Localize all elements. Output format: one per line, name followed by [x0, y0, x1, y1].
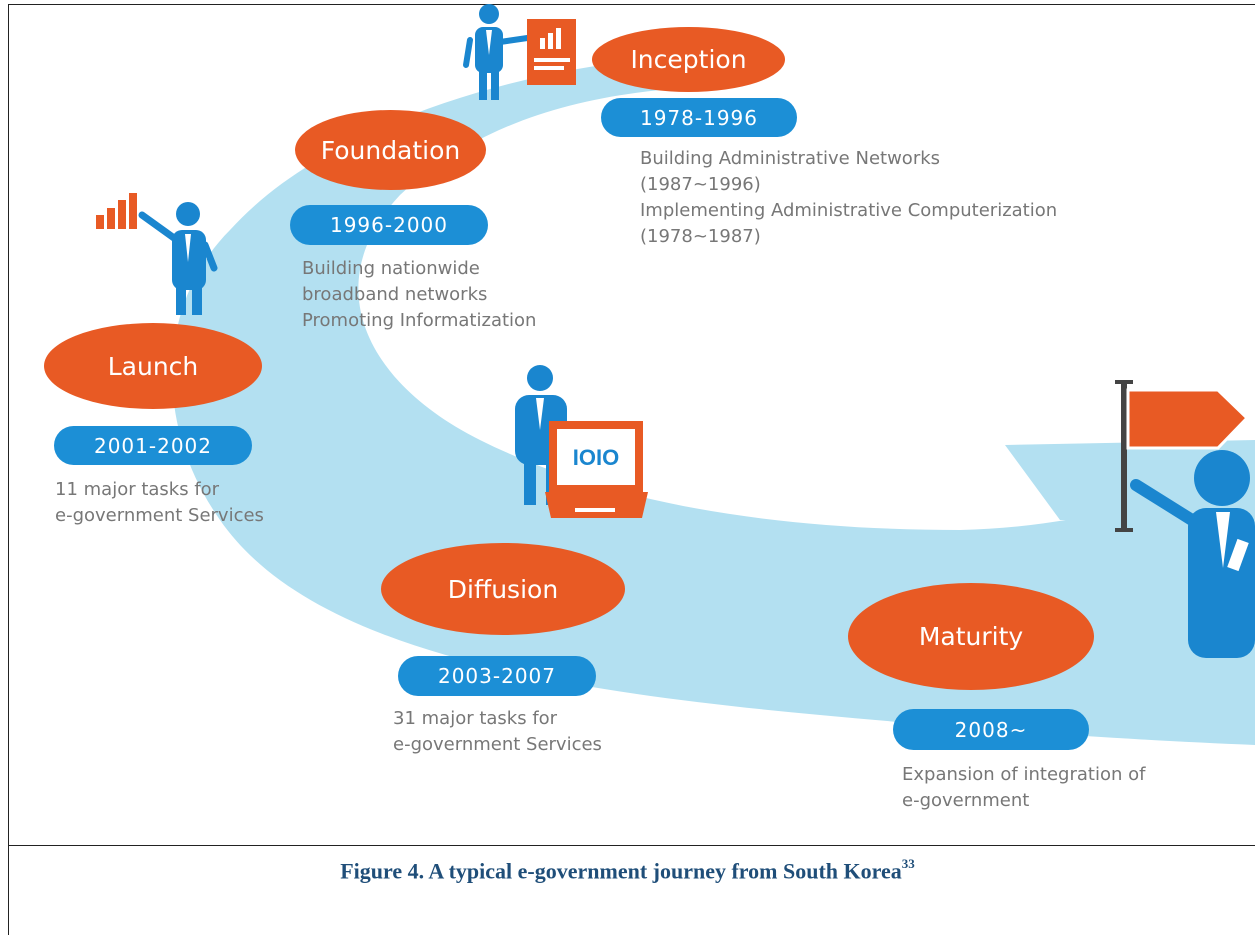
desc-launch: 11 major tasks for e-government Services: [55, 477, 264, 529]
desc-line: e-government: [902, 790, 1030, 811]
desc-maturity: Expansion of integration of e-government: [902, 762, 1145, 814]
desc-line: 11 major tasks for: [55, 479, 220, 500]
years-maturity-text: 2008~: [954, 717, 1028, 742]
desc-line: Building Administrative Networks: [640, 148, 941, 169]
bar-chart-icon: [96, 193, 137, 229]
years-foundation-text: 1996-2000: [329, 213, 448, 237]
caption-divider: [8, 845, 1255, 846]
figure-frame-left: [8, 4, 9, 935]
years-diffusion: 2003-2007: [398, 656, 596, 696]
stage-diffusion: Diffusion: [381, 543, 625, 635]
stage-launch: Launch: [44, 323, 262, 409]
chart-board-icon: [527, 19, 576, 85]
desc-line: 31 major tasks for: [393, 708, 558, 729]
desc-line: e-government Services: [55, 505, 264, 526]
desc-line: e-government Services: [393, 734, 602, 755]
desc-line: broadband networks: [302, 284, 488, 305]
stage-foundation-label: Foundation: [320, 135, 461, 165]
stage-inception-label: Inception: [630, 45, 747, 74]
stage-launch-label: Launch: [107, 351, 199, 381]
years-launch-text: 2001-2002: [93, 433, 212, 458]
desc-line: Promoting Informatization: [302, 310, 537, 331]
desc-line: Expansion of integration of: [902, 764, 1146, 785]
desc-diffusion: 31 major tasks for e-government Services: [393, 706, 602, 758]
years-inception-text: 1978-1996: [639, 105, 758, 130]
figure-caption: Figure 4. A typical e-government journey…: [0, 856, 1255, 884]
stage-maturity-label: Maturity: [918, 622, 1024, 651]
laptop-screen-text: IOIO: [573, 445, 619, 470]
figure-caption-text: Figure 4. A typical e-government journey…: [340, 858, 902, 884]
flag-holder-figure: [1130, 450, 1255, 658]
desc-line: (1987~1996): [640, 174, 761, 195]
stage-inception: Inception: [592, 27, 785, 92]
journey-arrow-head: [1005, 440, 1255, 520]
caption-footnote-ref: 33: [901, 856, 915, 871]
years-maturity: 2008~: [893, 709, 1089, 750]
desc-foundation: Building nationwide broadband networks P…: [302, 256, 536, 334]
stage-maturity: Maturity: [848, 583, 1094, 690]
figure-frame-top: [8, 4, 1255, 5]
laptop-icon: [545, 421, 648, 518]
years-diffusion-text: 2003-2007: [437, 664, 556, 688]
stage-diffusion-label: Diffusion: [447, 574, 559, 604]
desc-inception: Building Administrative Networks (1987~1…: [640, 146, 1057, 250]
years-inception: 1978-1996: [601, 98, 797, 137]
flag-icon: [1115, 380, 1250, 532]
desc-line: (1978~1987): [640, 226, 761, 247]
stage-foundation: Foundation: [295, 110, 486, 190]
desc-line: Implementing Administrative Computerizat…: [640, 200, 1058, 221]
presenter-figure-left: [138, 202, 218, 315]
desc-line: Building nationwide: [302, 258, 480, 279]
years-foundation: 1996-2000: [290, 205, 488, 245]
years-launch: 2001-2002: [54, 426, 252, 465]
